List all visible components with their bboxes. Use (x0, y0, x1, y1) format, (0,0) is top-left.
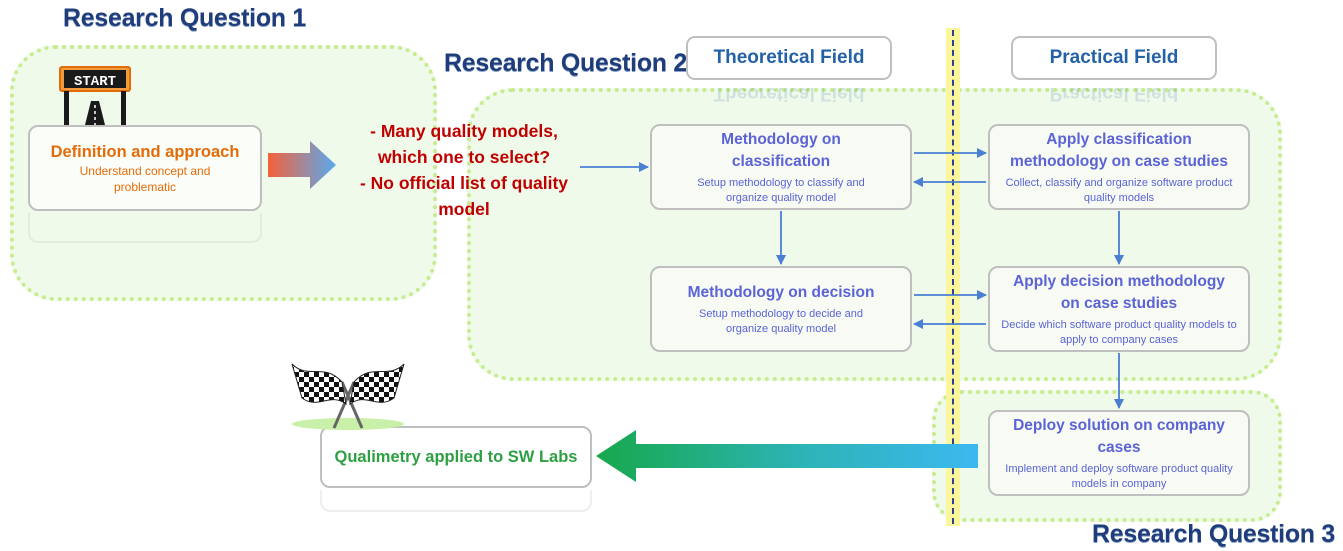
issue-line: - No official list of quality (359, 173, 569, 193)
definition-title: Definition and approach (50, 143, 240, 161)
apply-classification-box: Apply classification methodology on case… (988, 124, 1250, 210)
final-reflection (320, 490, 592, 512)
rq1-title: Research Question 1 (63, 4, 307, 32)
deploy-title: Deploy solution on company cases (1013, 416, 1225, 456)
issues-text: - Many quality models, which one to sele… (338, 118, 590, 222)
theoretical-field-label: Theoretical Field (686, 36, 892, 80)
field-divider-line (952, 30, 954, 524)
apply-decision-subtitle: Decide which software product quality mo… (1001, 318, 1237, 346)
classification-subtitle: Setup methodology to classify and organi… (697, 176, 865, 204)
checkered-flags-icon (284, 352, 412, 432)
classification-title: Methodology on classification (721, 130, 841, 170)
decision-box: Methodology on decision Setup methodolog… (650, 266, 912, 352)
issue-line: which one to select? (377, 147, 551, 167)
issue-line: - Many quality models, (370, 121, 558, 141)
apply-classification-title: Apply classification methodology on case… (1010, 130, 1228, 170)
decision-title: Methodology on decision (687, 283, 875, 301)
rq1-to-issues-arrow (268, 141, 336, 189)
deploy-box: Deploy solution on company cases Impleme… (988, 410, 1250, 496)
apply-decision-title: Apply decision methodology on case studi… (1013, 272, 1225, 312)
start-sign-label: START (74, 74, 116, 90)
deploy-to-final-arrow (596, 430, 978, 482)
apply-decision-box: Apply decision methodology on case studi… (988, 266, 1250, 352)
start-sign-icon: START (54, 61, 136, 139)
practical-field-label: Practical Field (1011, 36, 1217, 80)
classification-box: Methodology on classification Setup meth… (650, 124, 912, 210)
rq2-title: Research Question 2 (444, 49, 688, 77)
apply-classification-subtitle: Collect, classify and organize software … (1005, 176, 1233, 204)
final-box: Qualimetry applied to SW Labs (320, 426, 592, 488)
issue-line: model (438, 199, 490, 219)
decision-subtitle: Setup methodology to decide and organize… (699, 307, 863, 335)
rq3-title: Research Question 3 (1092, 520, 1336, 548)
definition-reflection (28, 213, 262, 243)
deploy-subtitle: Implement and deploy software product qu… (1005, 462, 1233, 490)
definition-box: Definition and approach Understand conce… (28, 125, 262, 211)
final-title: Qualimetry applied to SW Labs (334, 447, 578, 466)
definition-subtitle: Understand concept and problematic (79, 164, 211, 194)
